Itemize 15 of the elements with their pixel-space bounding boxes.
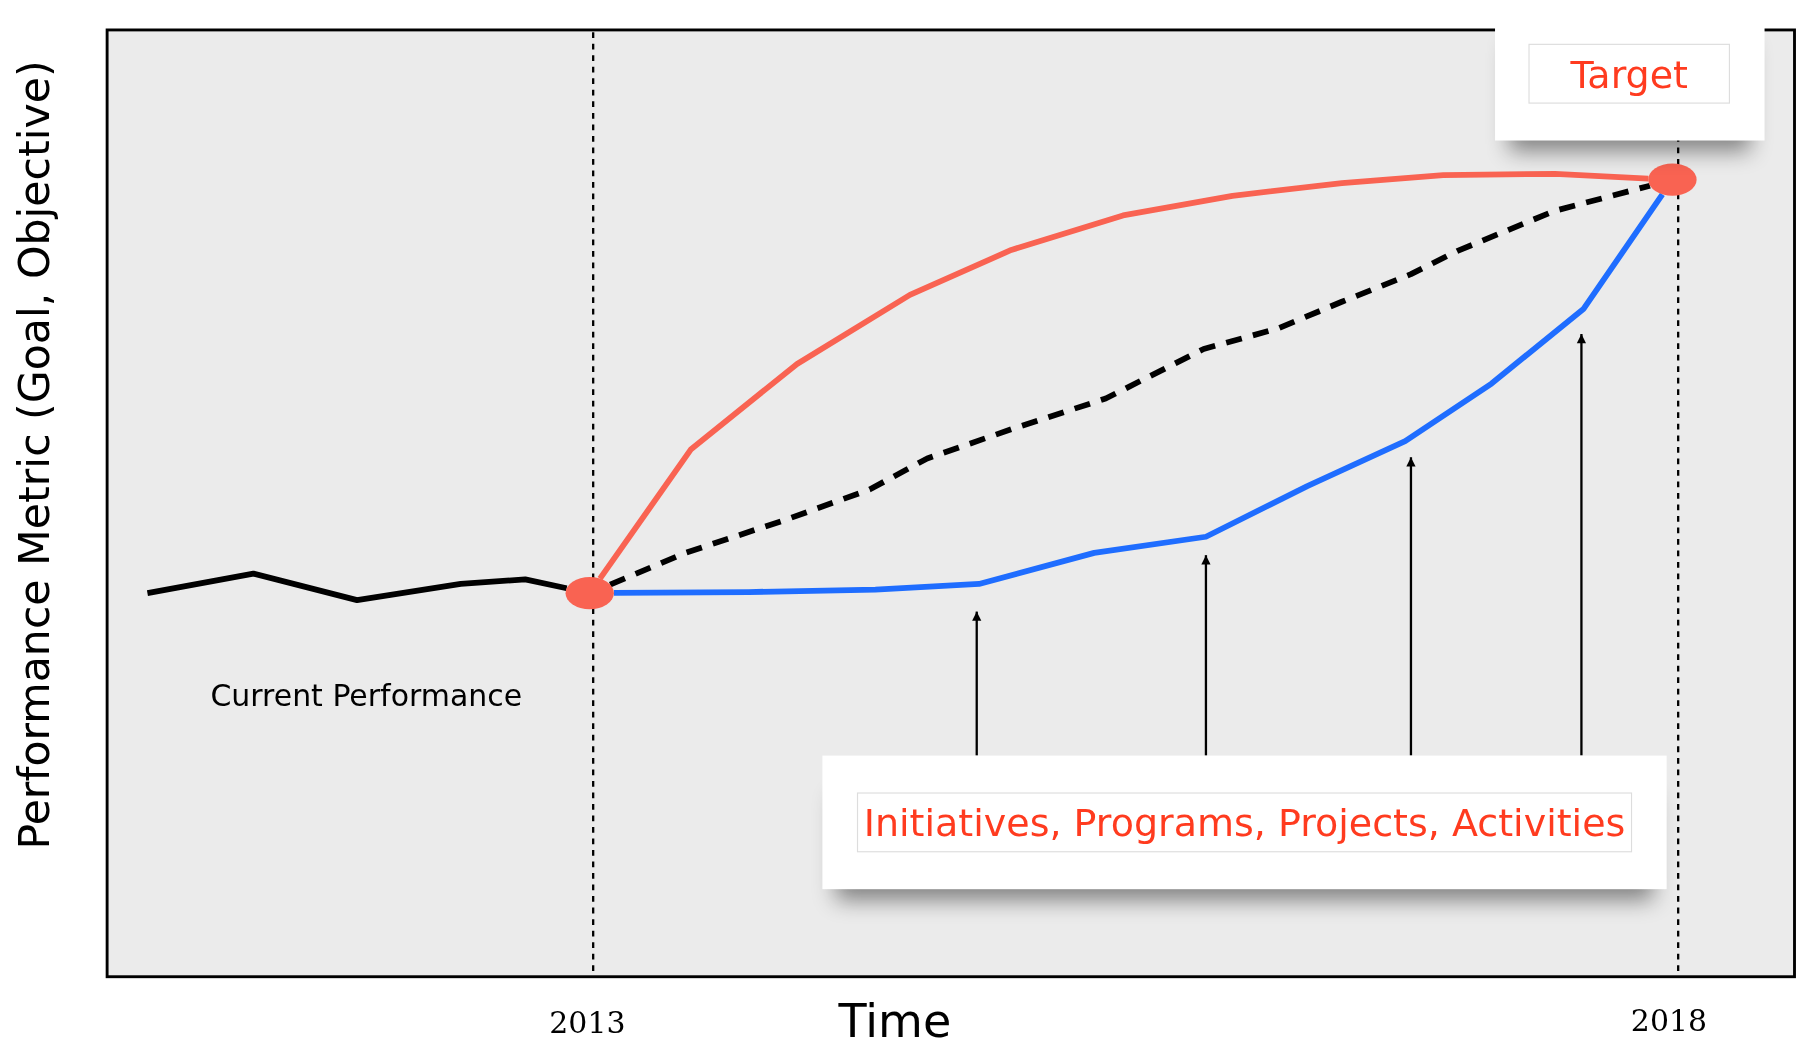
start-point-dot	[565, 577, 614, 610]
arrow	[1576, 334, 1587, 756]
arrow	[972, 611, 982, 756]
target-point-dot	[1648, 163, 1697, 196]
axis-title: Time	[838, 994, 952, 1042]
trend-line	[146, 570, 568, 603]
arrow	[1406, 457, 1416, 756]
arrow	[1201, 555, 1211, 756]
axis-tick-label: 2018	[1630, 1003, 1708, 1038]
axis-tick-label: 2013	[549, 1005, 626, 1041]
annotation-text: Current Performance	[210, 678, 523, 713]
callout-text: Initiatives, Programs, Projects, Activities	[856, 792, 1633, 853]
target-callout	[1495, 5, 1765, 141]
initiatives-callout	[822, 755, 1667, 890]
axis-title: Performance Metric (Goal, Objective)	[9, 60, 60, 850]
